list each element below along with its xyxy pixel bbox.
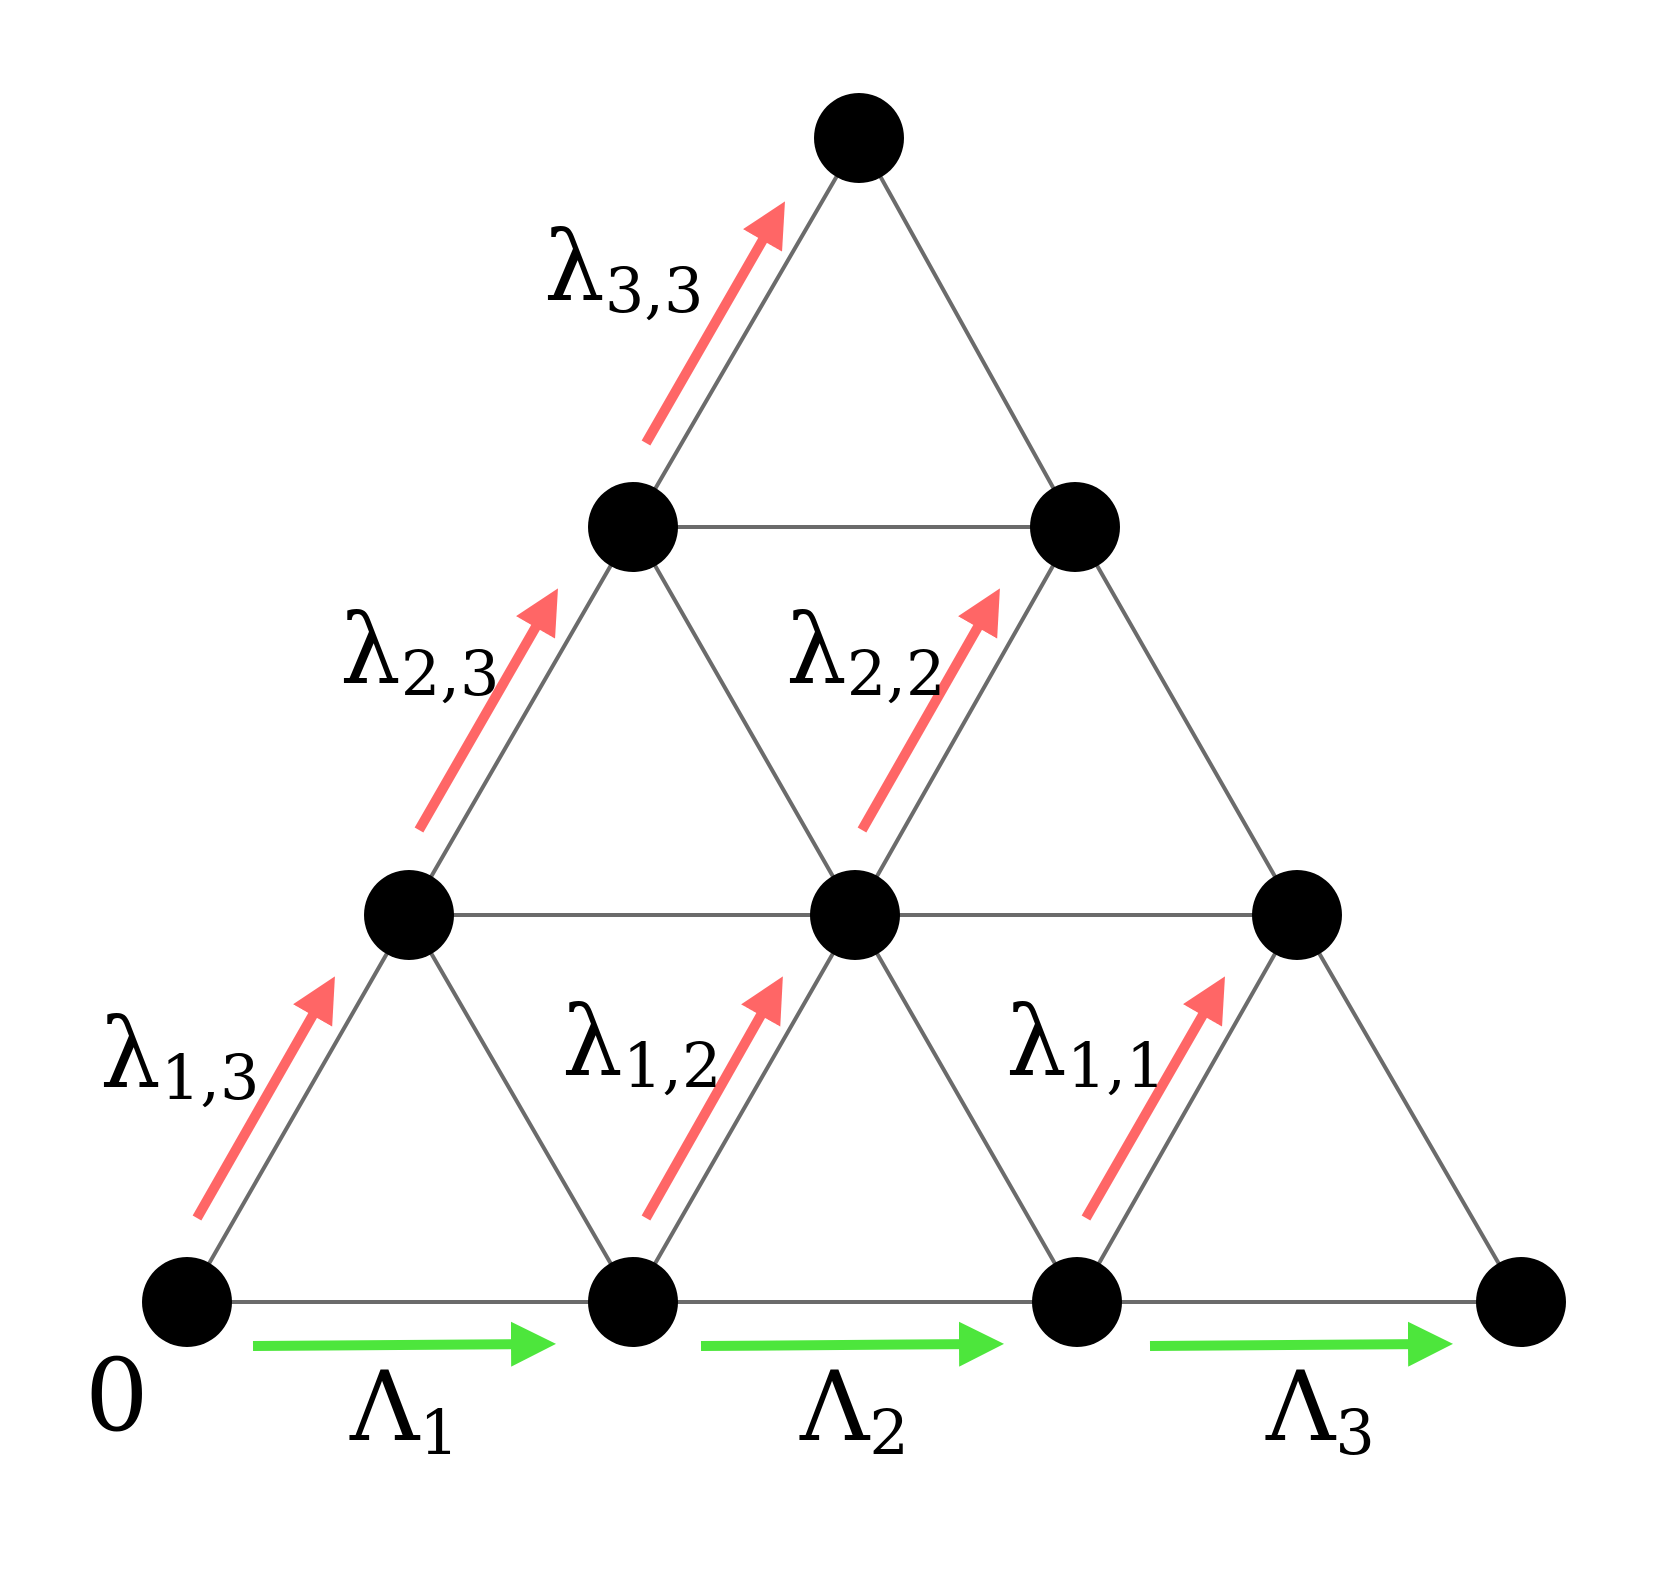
lambda-subscript: 2,3	[401, 637, 500, 710]
node	[142, 1257, 232, 1347]
lambda-arrow-3-3	[641, 201, 785, 446]
node	[1252, 870, 1342, 960]
Lambda-label-3: Λ3	[1265, 1351, 1375, 1469]
edge	[631, 136, 861, 529]
lambda-subscript: 2,2	[847, 637, 946, 710]
lambda-subscript: 1,1	[1067, 1029, 1166, 1102]
Lambda-subscript: 1	[419, 1396, 458, 1469]
lambda-label-2-3: λ2,3	[340, 594, 499, 710]
edge	[407, 913, 635, 1304]
edge	[857, 136, 1077, 529]
edge	[631, 913, 857, 1304]
edge	[1295, 913, 1523, 1304]
lambda-label-1-1: λ1,1	[1006, 986, 1165, 1102]
lambda-arrow-1-3	[192, 976, 335, 1221]
lattice-edges	[185, 136, 1523, 1304]
Lambda-subscript: 3	[1335, 1396, 1374, 1469]
lambda-arrow-1-1	[1081, 976, 1225, 1221]
node	[1476, 1257, 1566, 1347]
Lambda-arrow-2	[700, 1321, 1004, 1367]
edge	[631, 525, 857, 917]
node	[1030, 482, 1120, 572]
lambda-arrow-2-2	[857, 588, 1000, 833]
edge	[1075, 913, 1299, 1304]
lambda-label-3-3: λ3,3	[544, 211, 703, 327]
Lambda-arrow-3	[1149, 1321, 1453, 1367]
node	[810, 870, 900, 960]
Lambda-arrows	[252, 1321, 1453, 1367]
lambda-symbol: λ	[100, 998, 161, 1110]
lambda-symbol: λ	[1006, 986, 1067, 1098]
Lambda-symbol: Λ	[1265, 1351, 1337, 1463]
edge	[407, 525, 635, 917]
edge	[1073, 525, 1299, 917]
lambda-symbol: λ	[340, 594, 401, 706]
edge	[853, 525, 1077, 917]
lambda-symbol: λ	[786, 594, 847, 706]
lambda-label-2-2: λ2,2	[786, 594, 945, 710]
lambda-label-1-2: λ1,2	[562, 986, 721, 1102]
node	[588, 1257, 678, 1347]
lambda-subscript: 3,3	[605, 254, 704, 327]
lambda-arrows	[192, 201, 1225, 1221]
edge	[185, 913, 411, 1304]
node	[588, 482, 678, 572]
lambda-arrow-1-2	[641, 976, 783, 1221]
lambda-arrow-2-3	[414, 588, 558, 833]
origin-label: 0	[85, 1337, 149, 1454]
lambda-subscript: 1,3	[161, 1041, 260, 1114]
Lambda-arrow-1	[252, 1321, 556, 1367]
lattice-nodes	[142, 93, 1566, 1347]
lambda-label-1-3: λ1,3	[100, 998, 259, 1114]
lambda-symbol: λ	[562, 986, 623, 1098]
node	[814, 93, 904, 183]
lambda-symbol: λ	[544, 211, 605, 323]
labels: 0 λ1,3 λ1,2 λ1,1 λ2,3 λ2,2 λ3,3 Λ1	[85, 211, 1375, 1469]
Lambda-symbol: Λ	[799, 1351, 871, 1463]
node	[1032, 1257, 1122, 1347]
Lambda-label-2: Λ2	[799, 1351, 909, 1469]
edge	[853, 913, 1079, 1304]
Lambda-label-1: Λ1	[349, 1351, 459, 1469]
lambda-subscript: 1,2	[623, 1029, 722, 1102]
Lambda-symbol: Λ	[349, 1351, 421, 1463]
node	[364, 870, 454, 960]
Lambda-subscript: 2	[869, 1396, 908, 1469]
